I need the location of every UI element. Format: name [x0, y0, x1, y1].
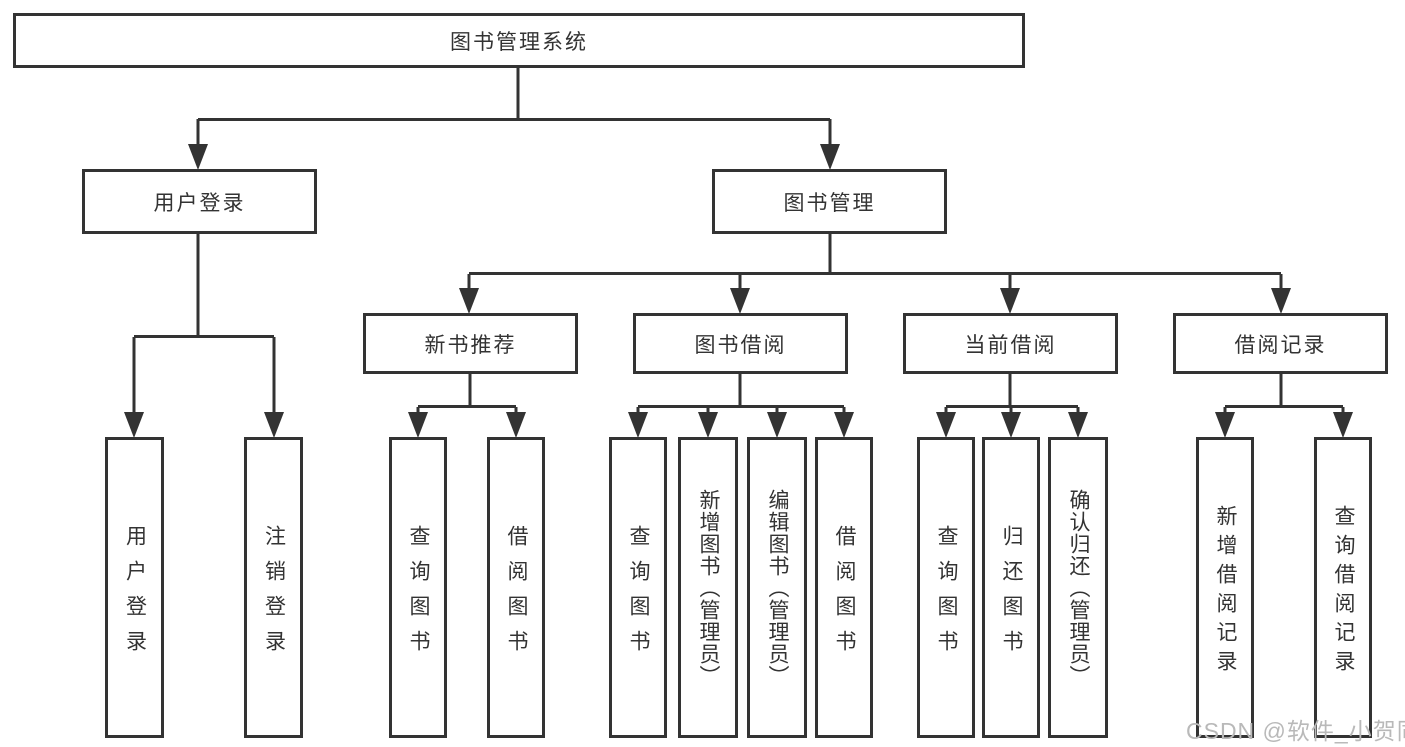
leaf-user-login: 用户登录	[105, 437, 164, 738]
leaf-return-book: 归还图书	[982, 437, 1040, 738]
node-new-book-recommend: 新书推荐	[363, 313, 578, 374]
node-label: 借阅记录	[1234, 333, 1327, 357]
node-label: 图书借阅	[694, 333, 787, 357]
node-label: 编辑图书（管理员）	[766, 488, 789, 687]
node-label: 用户登录	[153, 191, 246, 215]
leaf-logout: 注销登录	[244, 437, 303, 738]
node-label: 图书管理系统	[450, 30, 588, 54]
node-label: 图书管理	[783, 191, 876, 215]
node-system-root: 图书管理系统	[13, 13, 1025, 68]
node-label: 查询借阅记录	[1332, 504, 1355, 679]
leaf-add-borrow-record: 新增借阅记录	[1196, 437, 1254, 738]
node-label: 注销登录	[262, 524, 286, 665]
node-label: 查询图书	[407, 524, 430, 665]
node-label: 用户登录	[123, 524, 147, 665]
node-label: 借阅图书	[833, 524, 856, 665]
node-current-borrow: 当前借阅	[903, 313, 1118, 374]
node-book-management: 图书管理	[712, 169, 947, 234]
node-label: 新书推荐	[424, 333, 517, 357]
leaf-confirm-return-admin: 确认归还（管理员）	[1048, 437, 1108, 738]
leaf-query-book-1: 查询图书	[389, 437, 447, 738]
leaf-query-book-3: 查询图书	[917, 437, 975, 738]
leaf-borrow-book-2: 借阅图书	[815, 437, 873, 738]
leaf-borrow-book-1: 借阅图书	[487, 437, 545, 738]
csdn-watermark: CSDN @软件_小贺同学	[1186, 718, 1405, 744]
node-label: 查询图书	[935, 524, 958, 665]
node-label: 确认归还（管理员）	[1067, 488, 1090, 687]
node-user-login: 用户登录	[82, 169, 317, 234]
arrowheads	[124, 144, 1353, 438]
node-label: 新增借阅记录	[1214, 504, 1237, 679]
node-label: 借阅图书	[505, 524, 528, 665]
leaf-edit-book-admin: 编辑图书（管理员）	[747, 437, 807, 738]
leaf-query-book-2: 查询图书	[609, 437, 667, 738]
node-label: 新增图书（管理员）	[697, 488, 720, 687]
node-book-borrow: 图书借阅	[633, 313, 848, 374]
leaf-add-book-admin: 新增图书（管理员）	[678, 437, 738, 738]
node-borrow-record: 借阅记录	[1173, 313, 1388, 374]
leaf-query-borrow-record: 查询借阅记录	[1314, 437, 1372, 738]
node-label: 归还图书	[1000, 524, 1023, 665]
node-label: 查询图书	[627, 524, 650, 665]
node-label: 当前借阅	[964, 333, 1057, 357]
